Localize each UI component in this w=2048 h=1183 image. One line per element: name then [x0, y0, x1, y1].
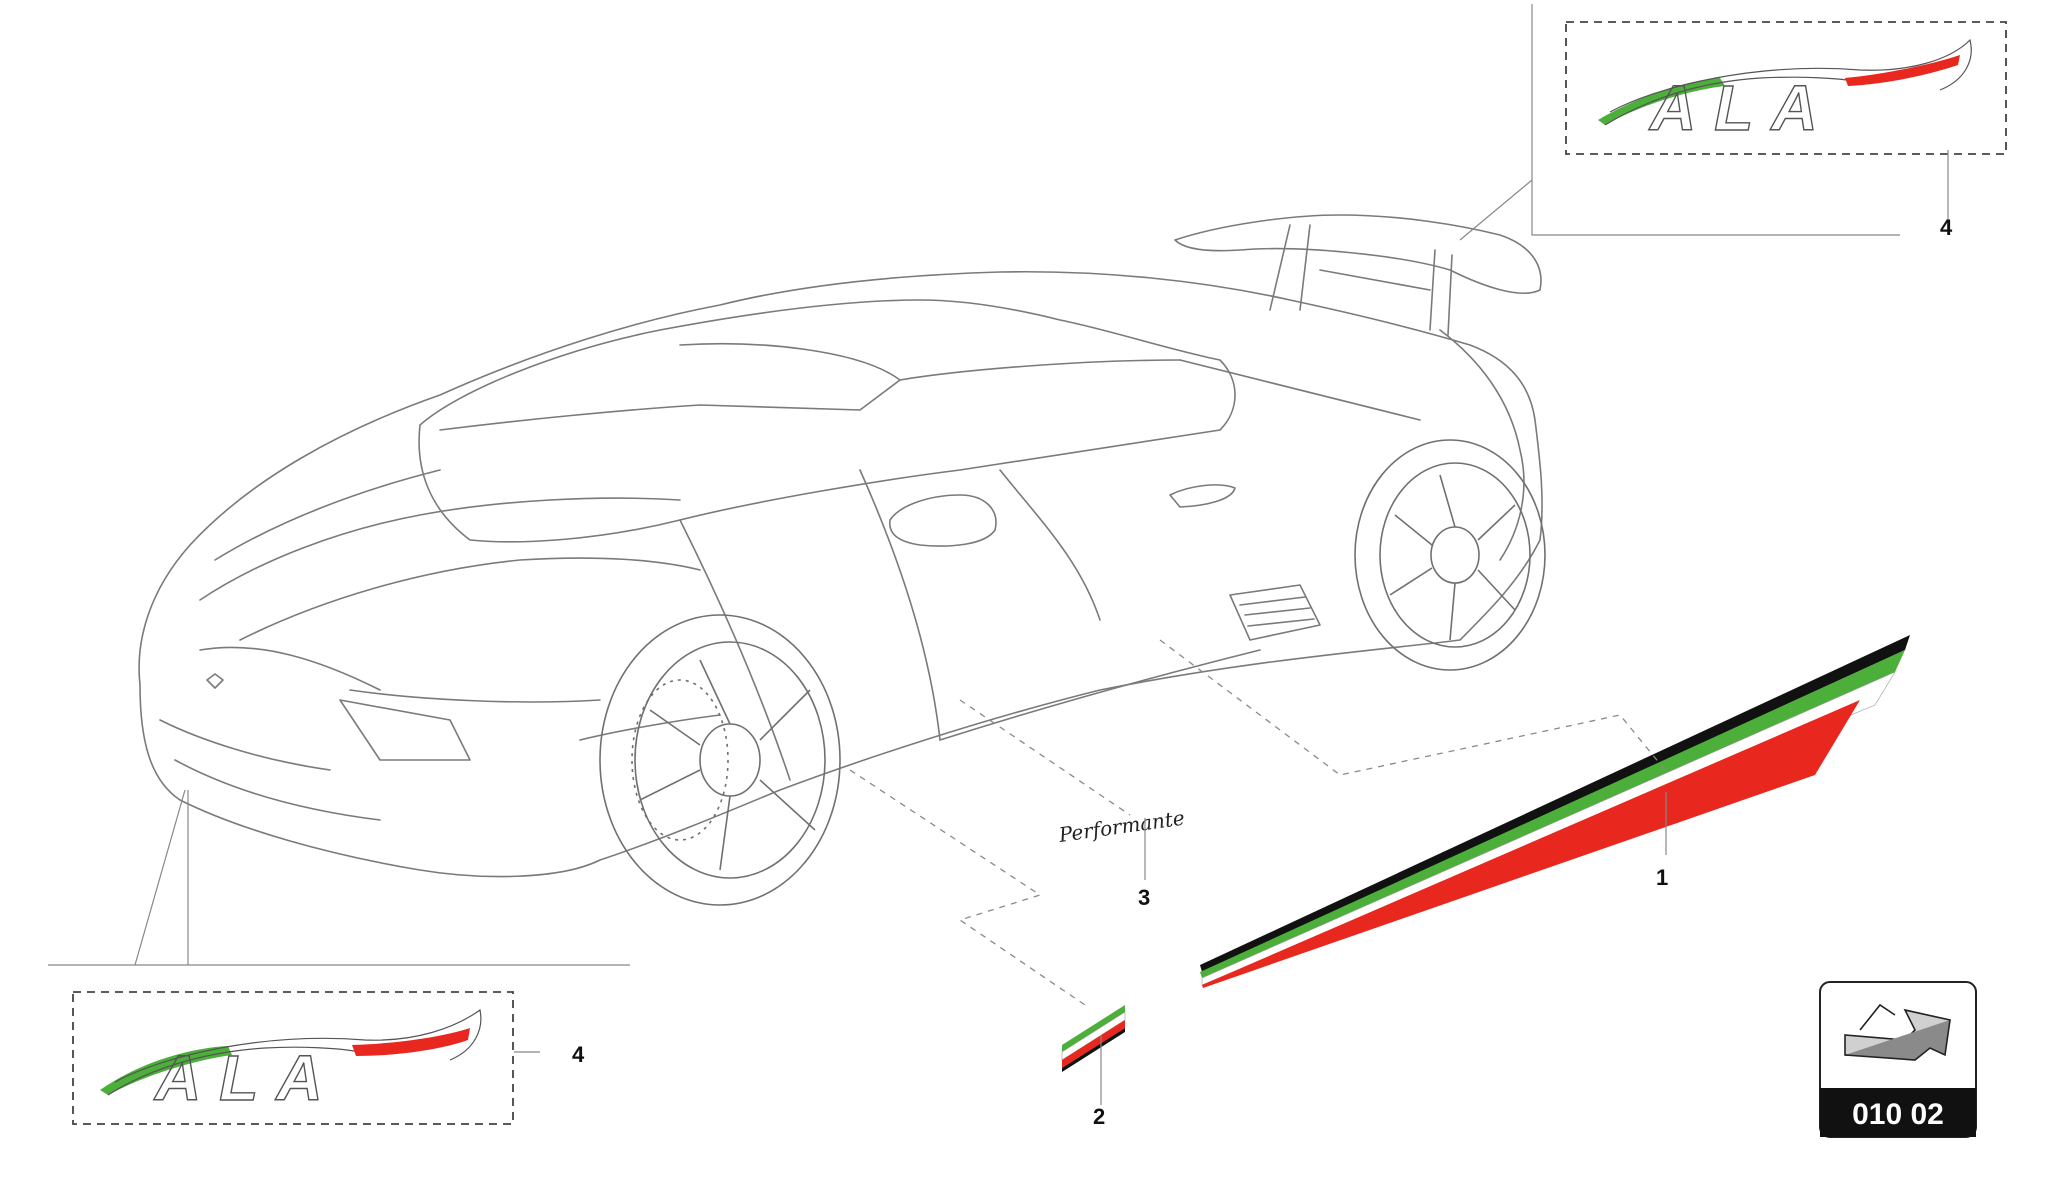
callout-4-bottom: 4 [572, 1042, 585, 1067]
page-reference-badge: 010 02 [1819, 981, 1977, 1138]
arrow-icon [1844, 1003, 1952, 1061]
ala-logo-text-bottom: ALA [153, 1042, 341, 1114]
dashed-leaders [849, 639, 1666, 1006]
rear-wheel [1354, 439, 1546, 671]
callout-1: 1 [1656, 865, 1668, 890]
performante-script-badge: Performante [1056, 806, 1186, 880]
ala-swoosh-red-bottom [352, 1028, 470, 1056]
inset-ala-logo-bottom: ALA [48, 789, 630, 1125]
callout-2: 2 [1093, 1104, 1105, 1129]
small-stripe-decal [1061, 1005, 1126, 1105]
ala-swoosh-red-top [1845, 55, 1960, 86]
front-wheel [599, 614, 841, 906]
ala-swoosh-green-top [1598, 78, 1725, 125]
side-stripe-decal [1200, 635, 1910, 988]
callout-4-top: 4 [1940, 215, 1953, 240]
car-illustration [138, 214, 1543, 878]
ala-swoosh-green-bottom [100, 1046, 232, 1095]
callout-3: 3 [1138, 885, 1150, 910]
inset-ala-logo-top: ALA [1459, 4, 2007, 241]
ala-logo-text-top: ALA [1648, 72, 1836, 144]
performante-script: Performante [1056, 806, 1186, 848]
page-code: 010 02 [1852, 1098, 1944, 1131]
